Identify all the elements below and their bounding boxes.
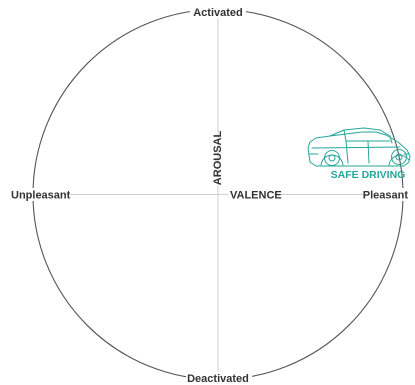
valence-axis-label: VALENCE xyxy=(230,190,282,202)
label-bg-right xyxy=(366,188,412,201)
pole-label-unpleasant: Unpleasant xyxy=(11,190,71,202)
safe-driving-label: SAFE DRIVING xyxy=(331,169,406,181)
label-bg-center xyxy=(228,188,274,201)
pole-label-deactivated: Deactivated xyxy=(187,373,249,385)
arousal-axis-label: AROUSAL xyxy=(212,131,224,186)
label-bg-top xyxy=(190,5,246,19)
pole-label-activated: Activated xyxy=(193,7,243,19)
label-bg-left xyxy=(8,188,64,201)
car-icon xyxy=(307,127,411,167)
label-bg-bottom xyxy=(186,371,252,385)
pole-label-pleasant: Pleasant xyxy=(363,190,409,202)
